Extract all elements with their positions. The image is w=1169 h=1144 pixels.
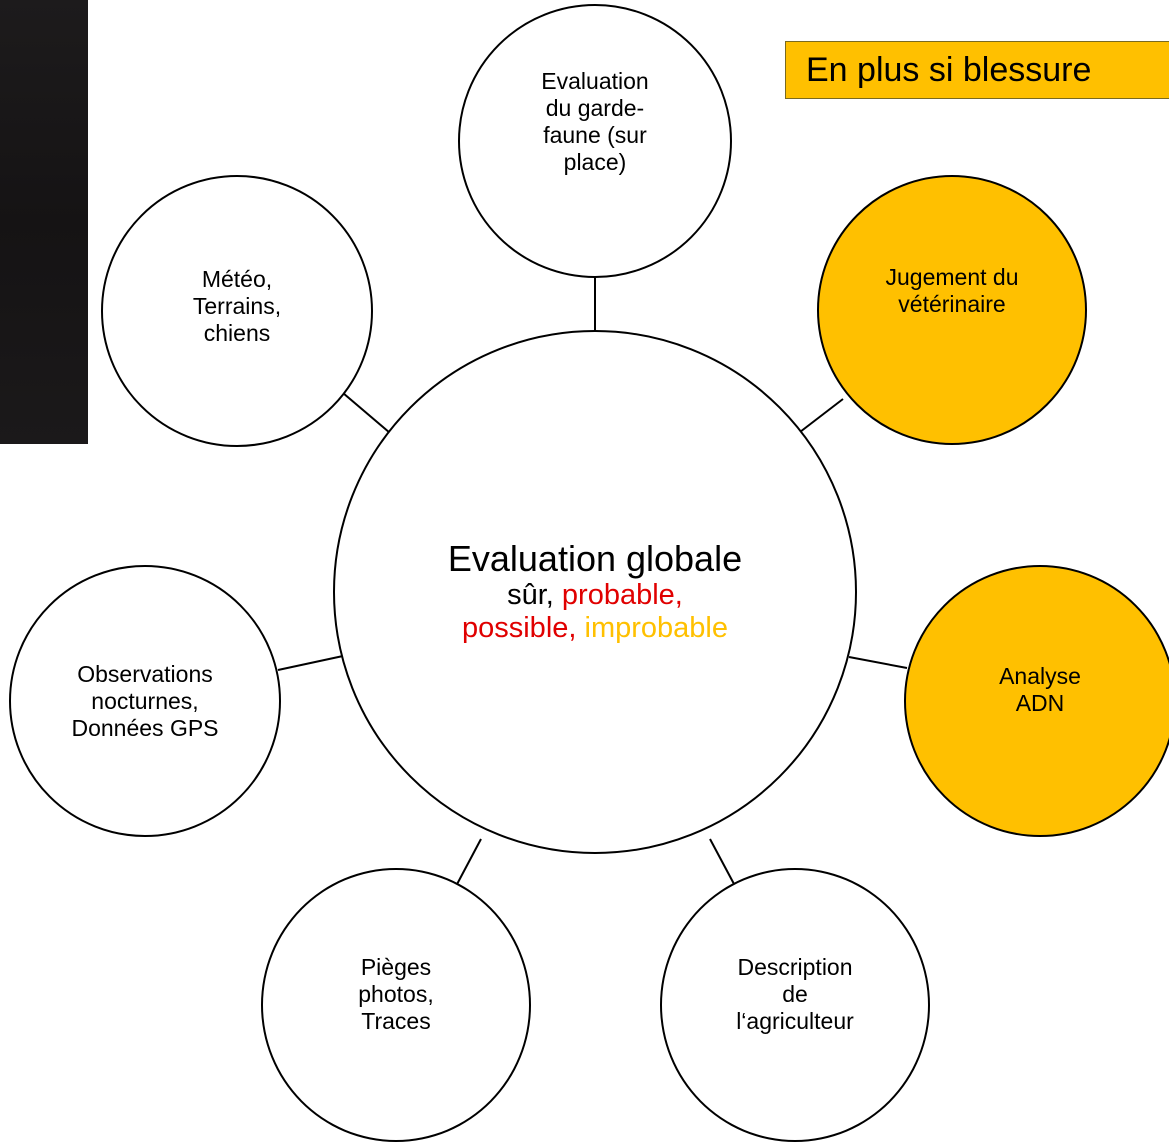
node-description-agriculteur: Description de l‘agriculteur	[660, 868, 930, 1142]
node-line: vétérinaire	[898, 291, 1006, 317]
node-line: Pièges	[360, 953, 432, 980]
connector-top-right	[799, 398, 844, 433]
node-line: ADN	[1015, 690, 1065, 716]
node-line: chiens	[203, 319, 271, 346]
injury-banner-text: En plus si blessure	[806, 51, 1092, 89]
center-title: Evaluation globale	[447, 538, 743, 579]
node-line: place)	[563, 149, 627, 175]
connector-right	[848, 656, 908, 669]
node-line: Description	[737, 953, 853, 980]
center-levels: sûr, probable,	[448, 579, 742, 612]
node-line: Observations	[77, 660, 213, 687]
node-line: nocturnes,	[91, 687, 199, 714]
node-evaluation-garde-faune: Evaluation du garde- faune (sur place)	[458, 4, 732, 278]
level-sur: sûr,	[507, 579, 562, 611]
node-jugement-veterinaire: Jugement du vétérinaire	[817, 175, 1087, 445]
node-line: Traces	[361, 1007, 431, 1034]
node-line: photos,	[358, 980, 434, 1007]
node-pieges-photos: Pièges photos, Traces	[261, 868, 531, 1142]
node-meteo-terrains: Météo, Terrains, chiens	[101, 175, 373, 447]
node-line: Données GPS	[71, 714, 219, 741]
node-line: l‘agriculteur	[736, 1007, 854, 1034]
connector-bottom-right	[709, 838, 735, 885]
injury-banner: En plus si blessure	[785, 41, 1169, 99]
node-line: Evaluation	[541, 68, 649, 94]
node-line: Jugement du	[885, 264, 1019, 290]
connector-left	[277, 655, 344, 671]
node-analyse-adn: Analyse ADN	[904, 565, 1169, 837]
node-line: faune (sur	[543, 122, 647, 148]
node-line: Météo,	[201, 265, 273, 292]
dark-photo-strip	[0, 0, 88, 444]
level-possible: possible,	[461, 612, 585, 644]
node-line: de	[782, 980, 808, 1007]
node-line: du garde-	[545, 95, 645, 121]
level-improbable: improbable	[584, 612, 728, 644]
connector-top-left	[342, 392, 391, 434]
center-bubble: Evaluation globale sûr, probable, possib…	[333, 330, 857, 854]
node-line: Terrains,	[192, 292, 282, 319]
node-line: Analyse	[999, 663, 1081, 689]
node-observations-nocturnes: Observations nocturnes, Données GPS	[9, 565, 281, 837]
connector-bottom-left	[454, 838, 482, 889]
level-probable: probable,	[561, 579, 683, 611]
